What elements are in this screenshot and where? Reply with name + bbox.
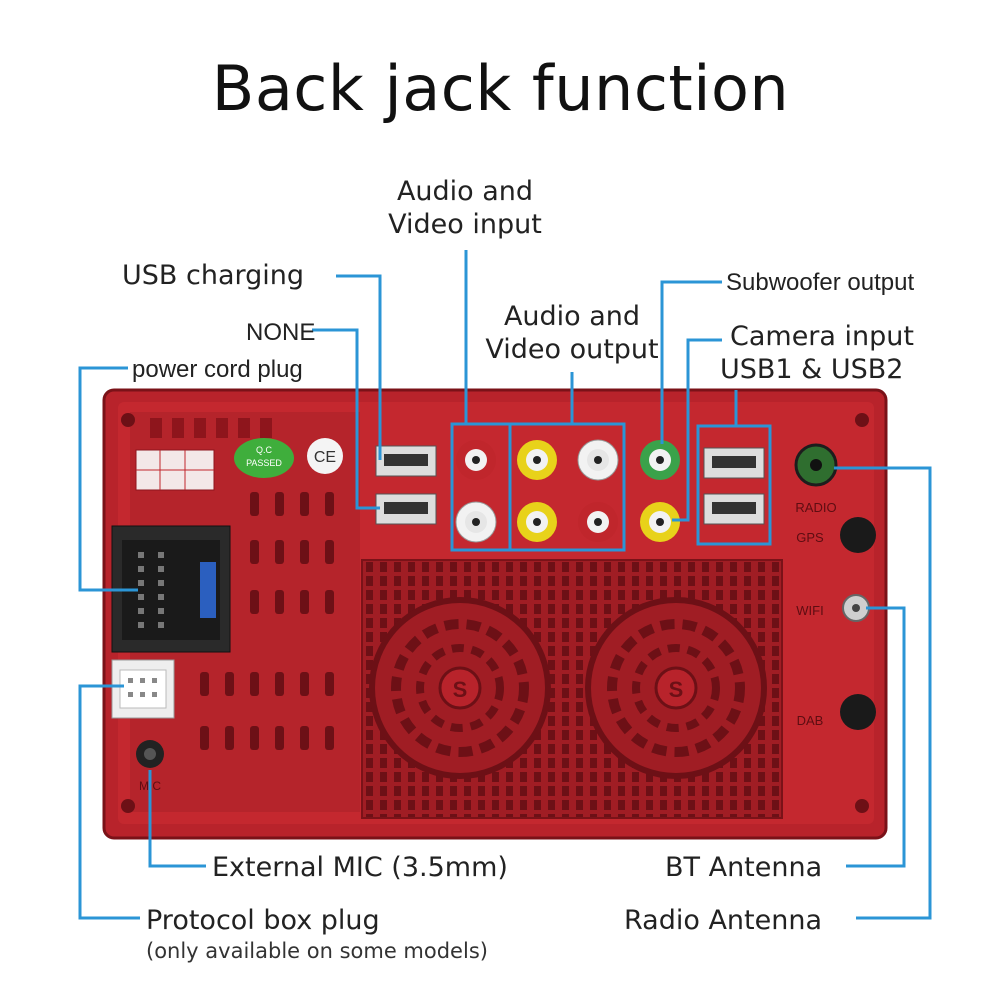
- label-av-input-line2: Video input: [388, 209, 542, 240]
- label-bt-antenna: BT Antenna: [665, 852, 823, 883]
- page-title: Back jack function: [211, 52, 790, 125]
- label-protocol-box-plug: Protocol box plug: [146, 905, 380, 936]
- qc-passed-sticker: Q.C PASSED: [234, 438, 294, 478]
- svg-text:S: S: [453, 677, 468, 702]
- svg-text:S: S: [669, 677, 684, 702]
- fan-left: S: [369, 597, 551, 779]
- label-camera-input: Camera input: [730, 321, 914, 352]
- rca-jack-aout-red: [578, 502, 618, 542]
- svg-text:DAB: DAB: [797, 713, 824, 728]
- leader-lines: [78, 250, 932, 920]
- label-subwoofer-output: Subwoofer output: [726, 269, 915, 296]
- label-protocol-box-note: (only available on some models): [146, 939, 488, 963]
- highlight-boxes: [450, 422, 772, 552]
- label-power-cord-plug: power cord plug: [132, 356, 303, 383]
- rca-jack-subwoofer-green: [640, 440, 680, 480]
- usb-charging-ports: [375, 445, 437, 525]
- label-radio-antenna: Radio Antenna: [624, 905, 823, 936]
- svg-text:WIFI: WIFI: [796, 603, 823, 618]
- label-av-output-line2: Video output: [485, 334, 659, 365]
- antenna-ports: RADIO GPS WIFI DAB: [794, 443, 876, 730]
- wiring-sticker: [135, 449, 215, 491]
- rca-jack-camera-yellow: [640, 502, 680, 542]
- rca-jack-video-yellow-1: [517, 440, 557, 480]
- label-av-output: Audio and Video output: [462, 300, 682, 366]
- protocol-box-connector: [111, 659, 175, 719]
- svg-text:GPS: GPS: [796, 530, 824, 545]
- label-external-mic: External MIC (3.5mm): [212, 852, 508, 883]
- rca-jack-av-in-red: [456, 440, 496, 480]
- passed-text: PASSED: [246, 458, 282, 468]
- ce-sticker: CE: [307, 438, 343, 474]
- left-vent-slots: [200, 492, 334, 750]
- label-usb1-usb2: USB1 & USB2: [720, 354, 904, 385]
- heatsink: S S: [361, 559, 783, 819]
- label-none: NONE: [246, 319, 316, 346]
- rca-jack-video-yellow-2: [517, 502, 557, 542]
- rca-jacks: [455, 439, 680, 543]
- rca-jack-av-in-white: [455, 501, 497, 543]
- rca-jack-aout-white: [577, 439, 619, 481]
- usb1-usb2-ports: [703, 447, 765, 525]
- qc-text: Q.C: [256, 445, 273, 455]
- fan-right: S: [585, 597, 767, 779]
- label-av-output-line1: Audio and: [503, 301, 641, 332]
- label-av-input: Audio and Video input: [350, 175, 580, 241]
- label-usb-charging: USB charging: [122, 260, 305, 291]
- svg-text:CE: CE: [314, 449, 336, 466]
- svg-text:RADIO: RADIO: [795, 500, 836, 515]
- label-av-input-line1: Audio and: [396, 176, 534, 207]
